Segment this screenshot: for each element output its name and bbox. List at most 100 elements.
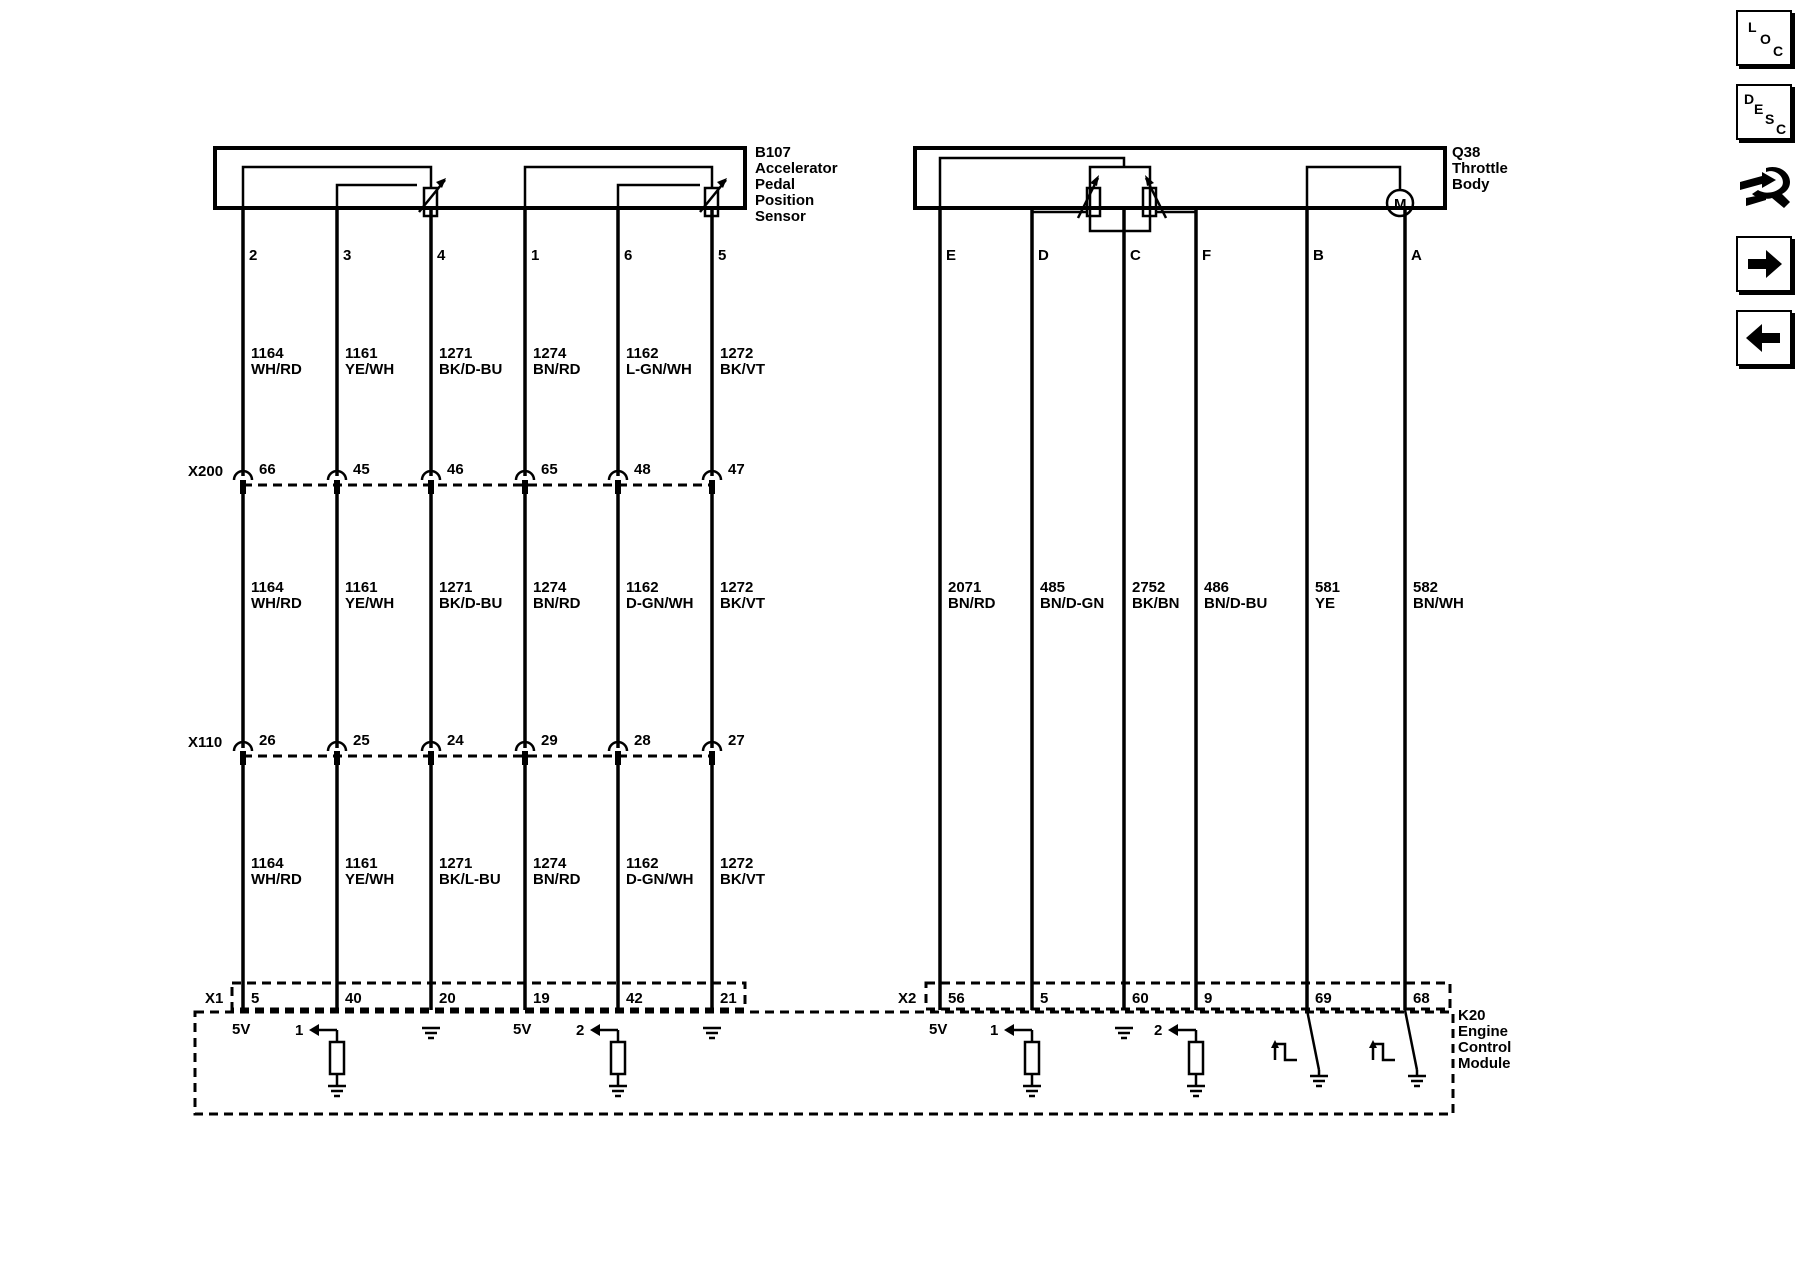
ecm-pulldown-3-resistor	[1023, 1040, 1041, 1076]
description-button[interactable]: D E S C	[1736, 84, 1792, 140]
ecm-signal-2-label: 2	[576, 1022, 584, 1039]
ecm-pulldown-4-ground	[1187, 1084, 1205, 1098]
left-circuit-2-x110-pin	[334, 751, 340, 765]
x110-label: X110	[188, 734, 222, 751]
left-circuit-2-x200-pin	[334, 480, 340, 494]
right-circuit-4-ecm-pin: 9	[1204, 990, 1212, 1007]
left-circuit-6-seg3-circuit: 1272	[720, 855, 753, 872]
left-circuit-1-x110-pin: 26	[259, 732, 276, 749]
q38-motor-lead-b	[1305, 165, 1402, 210]
left-circuit-2-x200-pin: 45	[353, 461, 370, 478]
k20-ecm-outline	[193, 1010, 1455, 1116]
k20-name-3: Module	[1458, 1055, 1511, 1072]
connector-end-view-button[interactable]	[1736, 158, 1792, 214]
right-circuit-2-circuit: 485	[1040, 579, 1065, 596]
left-circuit-3-x110-arc	[420, 740, 442, 752]
right-circuit-2-body-pin: D	[1038, 247, 1049, 264]
ecm-motor-driver-b-pulse-arrow	[1271, 1040, 1279, 1048]
left-circuit-4-x200-arc	[514, 469, 536, 481]
left-circuit-2-x110-pin: 25	[353, 732, 370, 749]
left-circuit-6-seg3-color: BK/VT	[720, 871, 765, 888]
left-circuit-1-ecm-pin: 5	[251, 990, 259, 1007]
left-circuit-3-sensor-pin: 4	[437, 247, 446, 264]
left-circuit-2-x110-arc	[326, 740, 348, 752]
left-circuit-3-x200-pin	[428, 480, 434, 494]
b107-id: B107	[755, 144, 791, 161]
arrow-right-icon	[1748, 250, 1782, 278]
loc-letter-o: O	[1760, 31, 1771, 47]
left-circuit-4-seg3-color: BN/RD	[533, 871, 581, 888]
left-circuit-4-x110-pin: 29	[541, 732, 558, 749]
ecm-pulldown-3-ground	[1023, 1084, 1041, 1098]
next-page-button[interactable]	[1736, 236, 1792, 292]
b107-name-2: Pedal	[755, 176, 795, 193]
left-circuit-5-x110-arc	[607, 740, 629, 752]
left-circuit-3-seg2-color: BK/D-BU	[439, 595, 502, 612]
left-circuit-5-seg1-color: L-GN/WH	[626, 361, 692, 378]
left-circuit-4-seg2-color: BN/RD	[533, 595, 581, 612]
left-circuit-6-x110-pin	[709, 751, 715, 765]
left-circuit-5-ecm-pin: 42	[626, 990, 643, 1007]
left-circuit-2-seg3-color: YE/WH	[345, 871, 394, 888]
left-circuit-6-x200-pin	[709, 480, 715, 494]
ecm-motor-driver-a-pulse-arrow	[1369, 1040, 1377, 1048]
q38-adjust-arrow-1	[1090, 175, 1099, 186]
q38-name-2: Body	[1452, 176, 1490, 193]
left-circuit-4-seg1-circuit: 1274	[533, 345, 567, 362]
left-circuit-1-x110-arc	[232, 740, 254, 752]
location-button[interactable]: L O C	[1736, 10, 1792, 66]
left-circuit-2-seg2-circuit: 1161	[345, 579, 378, 596]
b107-name-4: Sensor	[755, 208, 806, 225]
left-circuit-4-x200-pin	[522, 480, 528, 494]
ecm-motor-driver-b-pulse-symbol	[1273, 1042, 1297, 1062]
loc-letter-l: L	[1748, 19, 1757, 35]
left-circuit-3-x110-pin: 24	[447, 732, 464, 749]
x1-label: X1	[205, 990, 223, 1007]
right-circuit-4-color: BN/D-BU	[1204, 595, 1267, 612]
right-circuit-3-circuit: 2752	[1132, 579, 1165, 596]
sensor1-adjust-arrow	[436, 178, 446, 188]
right-circuit-6-color: BN/WH	[1413, 595, 1464, 612]
q38-wiper-2	[1156, 210, 1198, 214]
ecm-signal-3-label: 1	[990, 1022, 998, 1039]
left-circuit-5-sensor-pin: 6	[624, 247, 632, 264]
right-circuit-5-body-pin: B	[1313, 247, 1324, 264]
left-circuit-4-x110-pin	[522, 751, 528, 765]
sensor2-adjust-arrow	[717, 178, 727, 188]
ecm-signal-2-head	[590, 1024, 600, 1036]
left-circuit-1-x110-pin	[240, 751, 246, 765]
ecm-signal-1-head	[309, 1024, 319, 1036]
x1-connector-outline	[230, 981, 747, 1011]
left-circuit-3-seg1-color: BK/D-BU	[439, 361, 502, 378]
left-circuit-1-x200-pin	[240, 480, 246, 494]
left-circuit-5-seg3-circuit: 1162	[626, 855, 659, 872]
ecm-5v-ref-2: 5V	[513, 1021, 531, 1038]
right-circuit-2-ecm-pin: 5	[1040, 990, 1048, 1007]
q38-wiper-1	[1030, 210, 1087, 214]
left-circuit-1-x200-arc	[232, 469, 254, 481]
ecm-pulldown-1-ground	[328, 1084, 346, 1098]
ecm-signal-1-label: 1	[295, 1022, 303, 1039]
left-circuit-1-seg3-circuit: 1164	[251, 855, 284, 872]
right-circuit-group: E2071BN/RD56D485BN/D-GN5C2752BK/BN60F486…	[929, 165, 1464, 1098]
right-circuit-3-body-pin: C	[1130, 247, 1141, 264]
k20-name-2: Control	[1458, 1039, 1511, 1056]
right-circuit-6-circuit: 582	[1413, 579, 1438, 596]
b107-name-3: Position	[755, 192, 814, 209]
ecm-motor-driver-a-switch	[1403, 1009, 1419, 1071]
left-circuit-5-seg2-color: D-GN/WH	[626, 595, 694, 612]
left-circuit-2-ecm-pin: 40	[345, 990, 362, 1007]
ecm-signal-4-label: 2	[1154, 1022, 1162, 1039]
ecm-5v-ref-3: 5V	[929, 1021, 947, 1038]
ecm-signal-4-head	[1168, 1024, 1178, 1036]
left-circuit-group: 21164WH/RD661164WH/RD261164WH/RD531161YE…	[232, 178, 765, 1098]
left-circuit-5-x200-pin: 48	[634, 461, 651, 478]
right-circuit-1-body-pin: E	[946, 247, 956, 264]
ecm-pulldown-4-resistor	[1187, 1040, 1205, 1076]
k20-name-1: Engine	[1458, 1023, 1508, 1040]
left-circuit-3-x200-arc	[420, 469, 442, 481]
previous-page-button[interactable]	[1736, 310, 1792, 366]
motor-label: M	[1394, 196, 1407, 213]
left-circuit-2-seg2-color: YE/WH	[345, 595, 394, 612]
